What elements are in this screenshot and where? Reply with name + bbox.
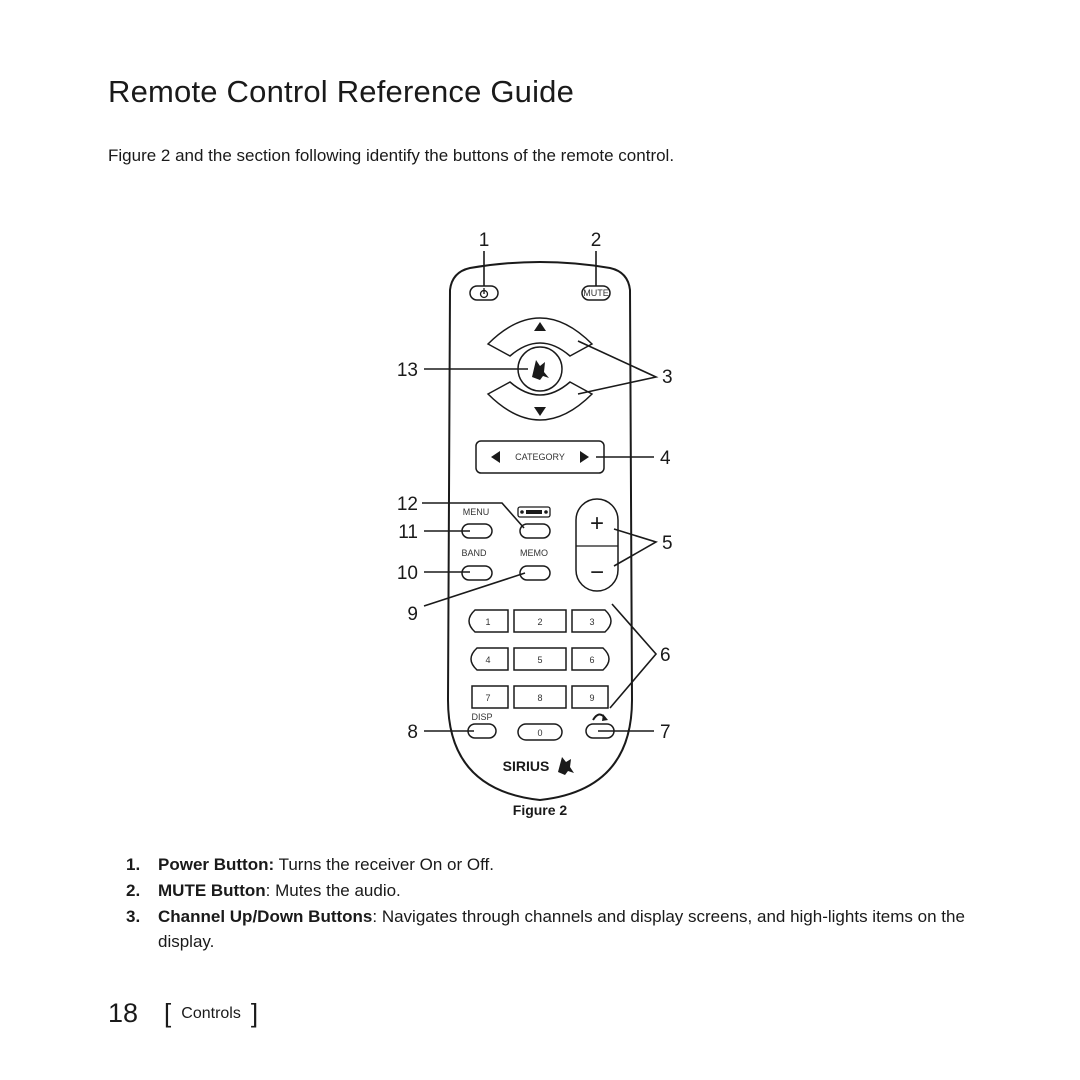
item-number: 1.: [126, 855, 141, 874]
callout-4: 4: [660, 448, 671, 469]
channel-down-button: [486, 381, 594, 421]
keypad: 1 2 3 4 5 6 7 8 9: [468, 609, 612, 709]
volume-up-icon: +: [590, 510, 604, 537]
callout-9: 9: [407, 604, 418, 625]
page-title: Remote Control Reference Guide: [108, 74, 575, 109]
sirius-logo-dog-icon: [558, 757, 574, 775]
bracket-close: ]: [250, 998, 259, 1028]
callout-12: 12: [397, 494, 418, 515]
callout-10: 10: [397, 563, 418, 584]
key-label: 7: [485, 693, 490, 703]
down-arrow-icon: [534, 407, 546, 416]
callout-5: 5: [662, 533, 673, 554]
channel-up-button: [486, 317, 594, 357]
key-5: [513, 647, 567, 671]
key-0: [517, 723, 563, 741]
callout-lines: [422, 251, 659, 732]
item-term: MUTE Button: [158, 881, 266, 900]
band-button: [461, 565, 493, 581]
left-arrow-icon: [491, 451, 500, 463]
callout-7: 7: [660, 722, 671, 743]
intro-text: Figure 2 and the section following ident…: [108, 146, 675, 165]
callout-3: 3: [662, 367, 673, 388]
power-icon: [479, 288, 489, 299]
volume-rocker: [575, 498, 619, 592]
key-label: 1: [485, 617, 490, 627]
key-label: 6: [589, 655, 594, 665]
callout-6: 6: [660, 645, 671, 666]
mute-label: MUTE: [583, 288, 609, 298]
item-number: 2.: [126, 881, 141, 900]
section-name: Controls: [181, 1004, 241, 1022]
list-item: 2. MUTE Button: Mutes the audio.: [126, 878, 986, 903]
item-number: 3.: [126, 907, 141, 926]
tape-button: [519, 523, 551, 539]
memo-button: [519, 565, 551, 581]
key-label: 0: [537, 728, 542, 738]
category-label: CATEGORY: [515, 452, 565, 462]
menu-label: MENU: [463, 507, 490, 517]
page-number: 18: [108, 998, 139, 1028]
item-description: : Mutes the audio.: [265, 881, 401, 900]
bracket-open: [: [164, 998, 172, 1028]
sirius-dog-icon: [532, 360, 549, 380]
band-label: BAND: [461, 548, 487, 558]
item-term: Power Button:: [158, 855, 275, 874]
item-description: : Navigates through channels and display…: [158, 907, 965, 951]
callout-1: 1: [479, 230, 490, 251]
definition-list: 1. Power Button: Turns the receiver On or…: [126, 852, 986, 955]
key-3: [571, 609, 612, 633]
callout-8: 8: [407, 722, 418, 743]
sirius-logo: SIRIUS: [503, 758, 550, 774]
up-arrow-icon: [534, 322, 546, 331]
memo-label: MEMO: [520, 548, 548, 558]
page-footer: 18 [ Controls ]: [108, 998, 258, 1029]
key-7: [471, 685, 509, 709]
figure-caption: Figure 2: [512, 802, 568, 818]
disp-label: DISP: [471, 712, 492, 722]
section-label: [ Controls ]: [164, 998, 258, 1029]
key-9: [571, 685, 609, 709]
item-description: Turns the receiver On or Off.: [274, 855, 494, 874]
list-item: 1. Power Button: Turns the receiver On or…: [126, 852, 986, 877]
right-arrow-icon: [580, 451, 589, 463]
callout-2: 2: [591, 230, 602, 251]
callout-13: 13: [397, 360, 418, 381]
key-6: [571, 647, 610, 671]
key-2: [513, 609, 567, 633]
key-label: 3: [589, 617, 594, 627]
item-term: Channel Up/Down Buttons: [158, 907, 373, 926]
key-8: [513, 685, 567, 709]
volume-down-icon: −: [590, 559, 604, 586]
key-label: 9: [589, 693, 594, 703]
callout-11: 11: [398, 522, 418, 543]
key-label: 2: [537, 617, 542, 627]
key-label: 5: [537, 655, 542, 665]
key-label: 4: [485, 655, 490, 665]
key-4: [470, 647, 509, 671]
list-item: 3. Channel Up/Down Buttons: Navigates thr…: [126, 904, 986, 954]
key-1: [468, 609, 509, 633]
key-label: 8: [537, 693, 542, 703]
